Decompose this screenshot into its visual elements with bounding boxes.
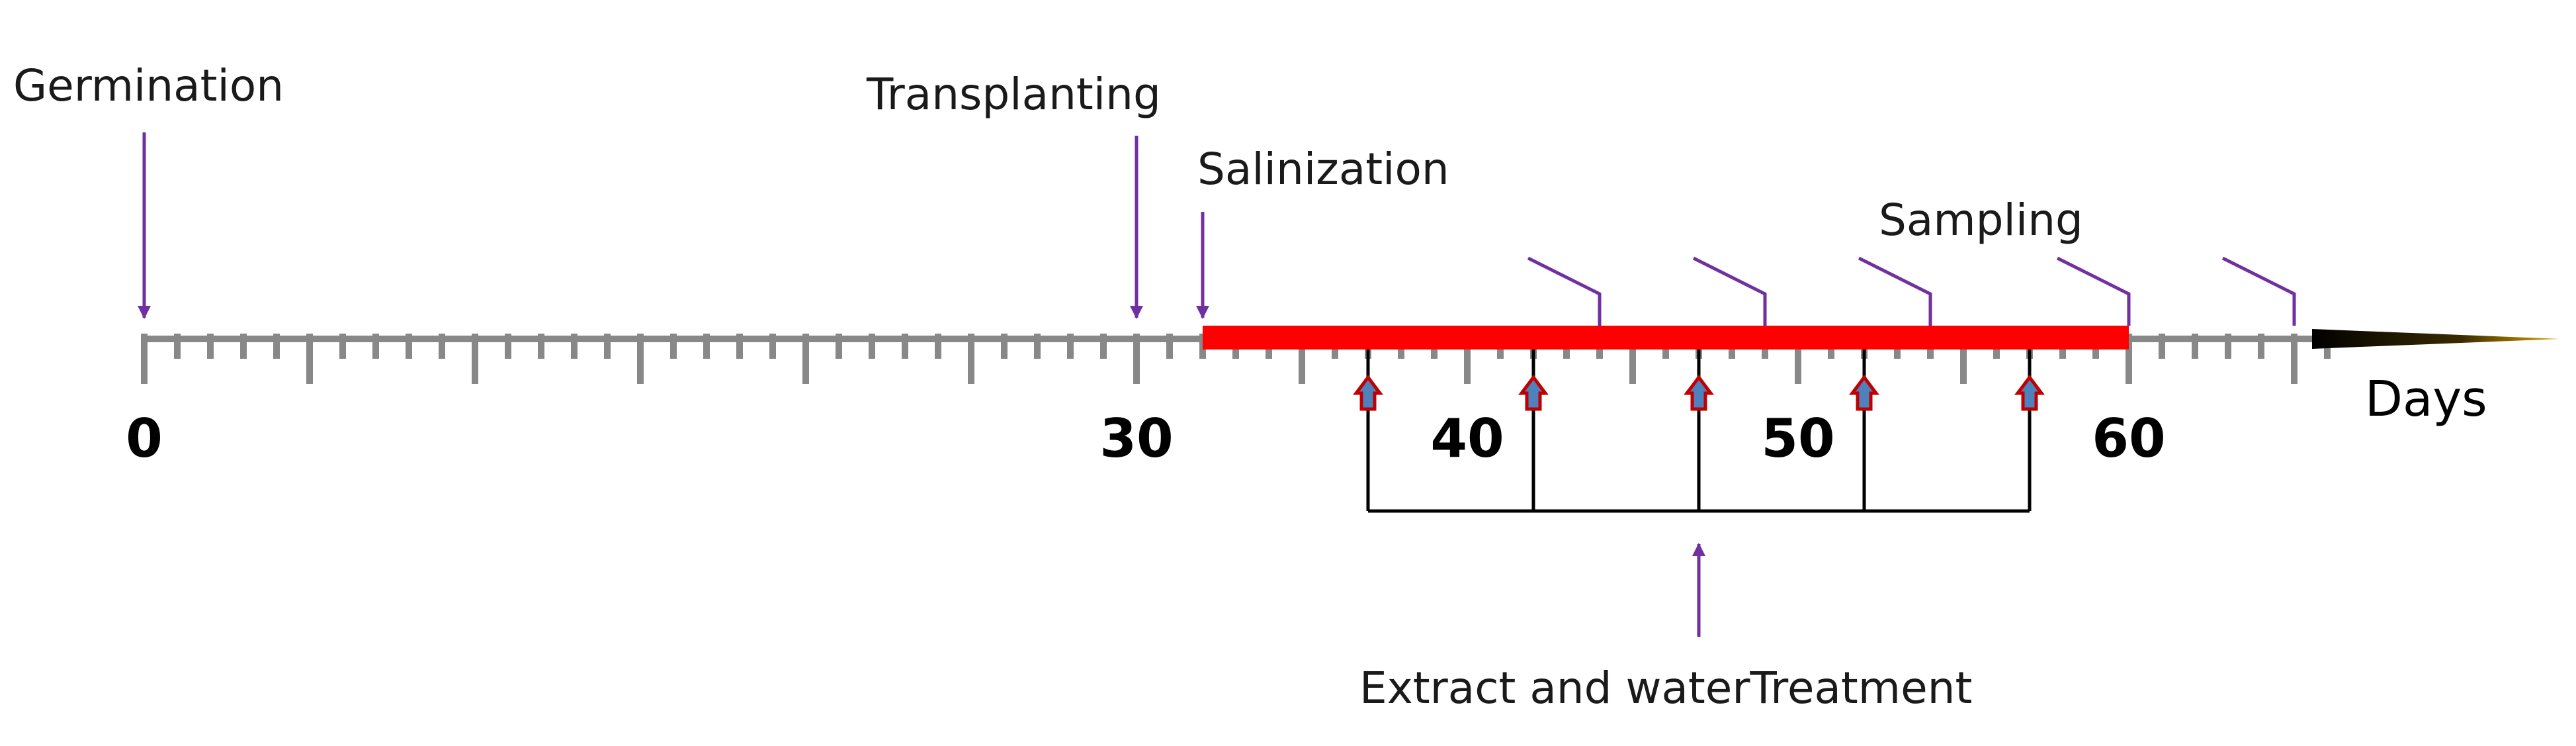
sampling-mark [1527,256,1602,326]
transplanting-label: Transplanting [866,69,1161,120]
treatment-arrow-icon [2014,374,2045,411]
germination-label: Germination [13,60,284,111]
tick-label: 40 [1430,408,1504,469]
tick-label: 0 [126,408,163,469]
axis-arrowhead [2312,329,2560,349]
sampling-marks [1527,256,2296,326]
event-arrows [138,132,1209,319]
treatment-arrow-icon [1353,374,1383,411]
treatment-label: Extract and waterTreatment [1359,663,1972,714]
treatment-arrow-icon [1684,374,1714,411]
sampling-mark [1692,256,1767,326]
sampling-mark [2221,256,2296,326]
salinization-label: Salinization [1197,144,1449,195]
sampling-mark [2056,256,2131,326]
axis-unit-label: Days [2365,371,2487,428]
tick-label: 60 [2092,408,2165,469]
tick-label: 50 [1761,408,1834,469]
sampling-label: Sampling [1879,195,2083,246]
treatment-arrow-icon [1849,374,1879,411]
sampling-mark [1858,256,1932,326]
tick-label: 30 [1099,408,1173,469]
treatment-arrow-icon [1518,374,1549,411]
treatment-bracket [1353,350,2045,637]
axis-tick-labels: 0 30 40 50 60 [126,408,2166,469]
salinization-period-bar [1203,326,2129,350]
